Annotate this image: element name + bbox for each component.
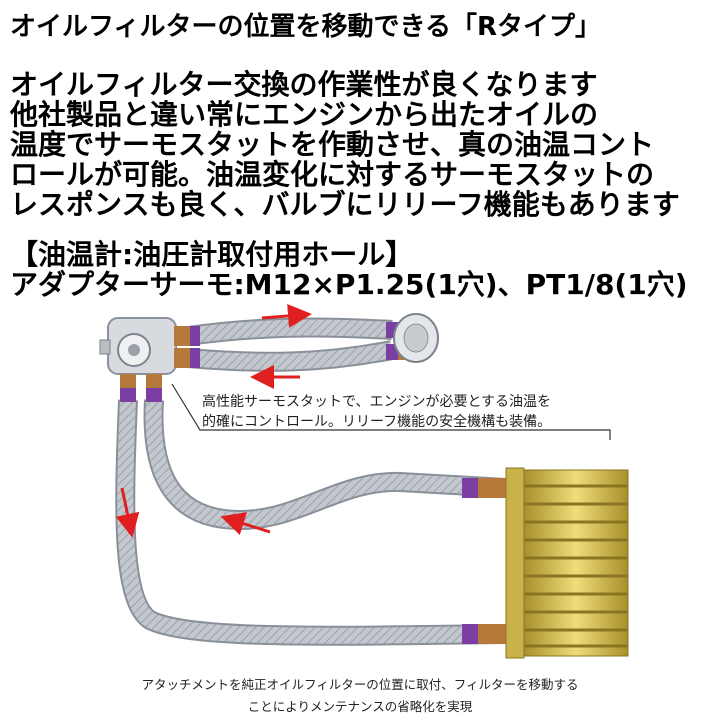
fitting-purple — [462, 478, 478, 498]
body-line-1: オイルフィルター交換の作業性が良くなります — [10, 68, 598, 101]
fitting-bronze — [478, 624, 508, 644]
fitting-bronze — [120, 374, 136, 388]
callout-line-1: 高性能サーモスタットで、エンジンが必要とする油温を — [202, 394, 552, 410]
flow-arrow-left — [220, 512, 271, 536]
fitting-purple — [190, 326, 200, 346]
thermostat-callout: 高性能サーモスタットで、エンジンが必要とする油温を 的確にコントロール。リリーフ… — [202, 392, 551, 432]
body-line-5: レスポンスも良く、バルブにリリーフ機能もあります — [10, 188, 680, 221]
hose-to-cooler-top — [143, 399, 506, 531]
flow-arrow-down — [115, 487, 140, 538]
oil-cooler-diagram — [99, 303, 629, 659]
section-heading: 【油温計:油圧計取付用ホール】 — [10, 238, 414, 271]
fitting-purple — [190, 348, 200, 368]
flow-arrow-right — [261, 303, 312, 328]
fitting-purple — [120, 388, 136, 402]
adapter-spec: アダプターサーモ:M12×P1.25(1穴)、PT1/8(1穴) — [10, 268, 688, 301]
body-line-4: ロールが可能。油温変化に対するサーモスタットの — [10, 158, 655, 191]
body-line-2: 他社製品と違い常にエンジンから出たオイルの — [10, 98, 599, 131]
thermostat-adapter — [99, 317, 177, 375]
fitting-purple — [146, 388, 162, 402]
page-title: オイルフィルターの位置を移動できる「Rタイプ」 — [10, 12, 601, 42]
fitting-bronze — [174, 326, 190, 346]
oil-cooler-core — [505, 467, 629, 659]
hose-upper-to-filter — [186, 317, 393, 346]
caption-line-2: ことによりメンテナンスの省略化を実現 — [247, 699, 473, 714]
hose-to-cooler-bottom — [115, 399, 506, 646]
caption-line-1: アタッチメントを純正オイルフィルターの位置に取付、フィルターを移動する — [141, 677, 579, 692]
body-line-3: 温度でサーモスタットを作動させ、真の油温コント — [10, 128, 655, 161]
fitting-bronze — [174, 348, 190, 368]
remote-filter-head — [386, 313, 439, 363]
hose-lower-to-filter — [187, 340, 394, 372]
fitting-bronze — [478, 478, 508, 498]
fitting-purple — [462, 624, 478, 644]
callout-leader — [171, 383, 611, 440]
fitting-bronze — [146, 374, 162, 388]
callout-line-2: 的確にコントロール。リリーフ機能の安全機構も装備。 — [202, 414, 552, 430]
